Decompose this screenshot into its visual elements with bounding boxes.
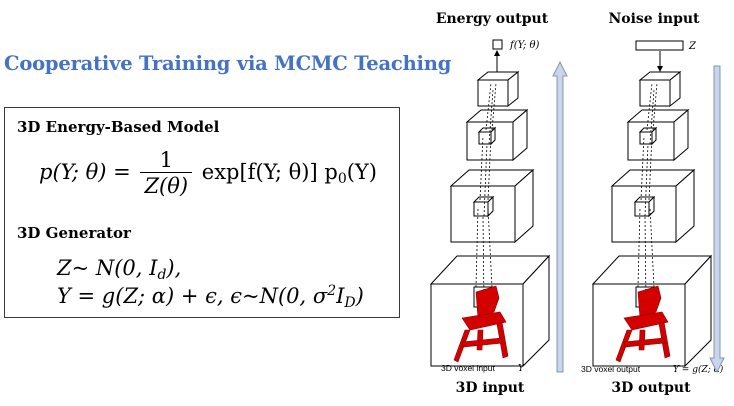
gen-line2-sub: D (344, 295, 356, 311)
right-layer-3 (610, 168, 696, 244)
energy-output-label: f(Y; θ) (509, 40, 540, 51)
gen-line2-pre: Y = g(Z; α) + ϵ, ϵ~N(0, σ (57, 284, 328, 308)
gen-heading: 3D Generator (17, 224, 131, 242)
gen-line1-sub: d (157, 267, 167, 283)
ebm-lhs: p(Y; θ) = (39, 160, 131, 184)
gen-line2-mid: I (336, 284, 345, 308)
gen-line1: Z~ N(0, Id), (57, 256, 182, 283)
ebm-frac-den: Z(θ) (140, 172, 193, 199)
right-receptive-lines (637, 82, 658, 308)
noise-input-label: Z (688, 41, 697, 52)
right-layer-2 (626, 108, 690, 162)
right-footer: 3D output (611, 380, 691, 396)
ebm-formula: p(Y; θ) = 1 Z(θ) exp[f(Y; θ)] p0(Y) (39, 148, 377, 199)
right-chair-voxels (615, 285, 671, 363)
ebm-rhs: exp[f(Y; θ)] p (201, 160, 338, 184)
energy-output-node (492, 39, 503, 50)
left-layer-1 (476, 70, 520, 108)
down-flow-arrow (709, 65, 725, 374)
left-bottom-caption: 3D voxel input (441, 363, 496, 373)
right-bottom-var: Y = g(Z; α) (673, 364, 724, 375)
left-layer-2 (465, 108, 529, 162)
left-header: Energy output (436, 11, 549, 27)
left-receptive-lines (475, 82, 497, 308)
left-layer-3 (449, 168, 535, 244)
page-title: Cooperative Training via MCMC Teaching (4, 52, 452, 75)
ebm-rhs-sub: 0 (337, 171, 347, 187)
ebm-heading: 3D Energy-Based Model (17, 118, 220, 136)
ebm-frac-num: 1 (159, 148, 173, 172)
gen-line1-pre: Z~ N(0, I (57, 256, 158, 280)
formula-box: 3D Energy-Based Model p(Y; θ) = 1 Z(θ) e… (4, 107, 400, 318)
right-header: Noise input (608, 11, 700, 27)
gen-line1-end: ), (166, 256, 182, 280)
ebm-rhs-end: (Y) (346, 160, 377, 184)
ebm-fraction: 1 Z(θ) (140, 148, 193, 199)
up-flow-arrow (552, 60, 568, 373)
gen-line2: Y = g(Z; α) + ϵ, ϵ~N(0, σ2ID) (57, 283, 364, 311)
right-bottom-caption: 3D voxel output (581, 364, 641, 374)
right-layer-1 (638, 70, 682, 108)
gen-line2-sup: 2 (327, 283, 337, 299)
noise-input-node (635, 40, 684, 51)
left-bottom-var: Y (518, 364, 525, 374)
gen-line2-end: ) (355, 284, 364, 308)
left-chair-voxels (453, 285, 509, 363)
left-footer: 3D input (456, 380, 525, 396)
